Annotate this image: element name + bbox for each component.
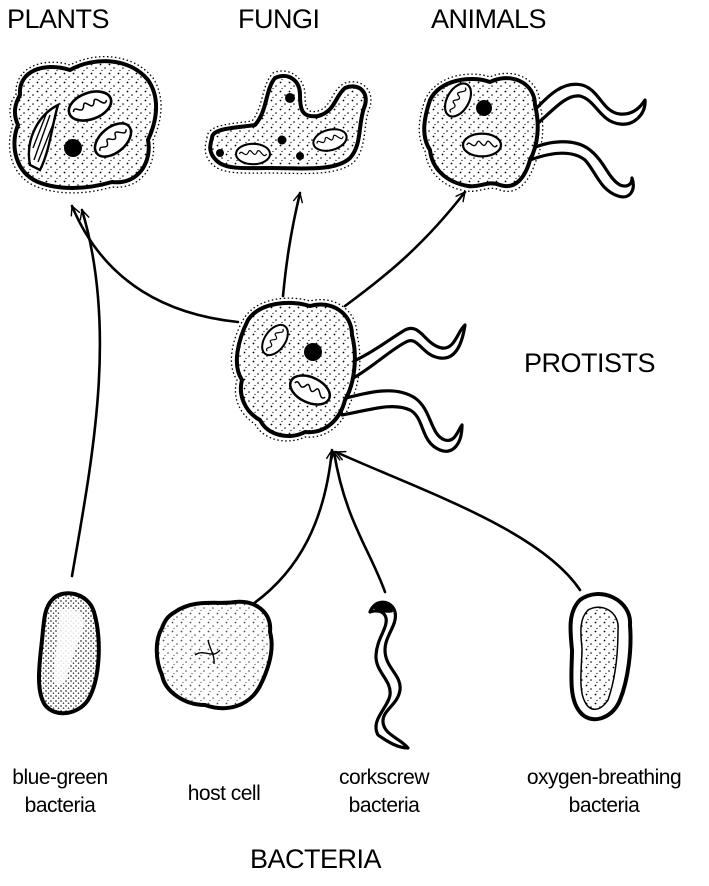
blue-green-bacterium	[39, 593, 99, 713]
label-line: bacteria	[0, 792, 120, 820]
nucleus-icon	[304, 343, 322, 361]
kingdom-label-animals: ANIMALS	[431, 4, 546, 35]
kingdom-label-fungi: FUNGI	[238, 4, 320, 35]
arrow-protists-to-animals	[345, 192, 465, 306]
kingdom-label-protists: PROTISTS	[524, 348, 655, 379]
arrow-hostcell-to-protists	[253, 450, 332, 604]
flagellum-icon	[338, 391, 462, 451]
arrow-corkscrew-to-protists	[334, 452, 385, 592]
flagellum-icon	[345, 325, 465, 380]
flagellum-icon	[525, 84, 645, 130]
label-blue-green-bacteria: blue-green bacteria	[0, 764, 120, 820]
label-line: oxygen-breathing	[506, 764, 702, 792]
kingdom-label-bacteria: BACTERIA	[250, 844, 381, 875]
arrow-protists-to-plants	[72, 206, 238, 322]
flagellum-icon	[528, 142, 633, 197]
arrow-oxygen-to-protists	[336, 452, 580, 590]
arrow-protists-to-fungi	[283, 193, 300, 296]
oxygen-breathing-bacterium	[570, 594, 630, 719]
mitochondrion-icon	[236, 144, 270, 164]
nucleus-icon	[216, 149, 224, 157]
nucleus-icon	[64, 139, 82, 157]
label-host-cell: host cell	[164, 780, 284, 808]
label-line: bacteria	[506, 792, 702, 820]
corkscrew-bacterium	[370, 602, 408, 748]
nucleus-icon	[278, 136, 287, 145]
label-oxygen-breathing-bacteria: oxygen-breathing bacteria	[506, 764, 702, 820]
kingdom-label-plants: PLANTS	[7, 4, 109, 35]
nucleus-icon	[296, 152, 304, 160]
animal-cell	[419, 73, 645, 197]
nucleus-icon	[476, 100, 492, 116]
fungi-cell	[205, 71, 371, 174]
label-corkscrew-bacteria: corkscrew bacteria	[329, 764, 439, 820]
protist-cell	[231, 298, 465, 451]
label-line: corkscrew	[329, 764, 439, 792]
host-cell-bacterium	[157, 602, 272, 708]
nucleus-icon	[285, 93, 295, 103]
label-line: bacteria	[329, 792, 439, 820]
plant-cell	[9, 57, 161, 193]
arrow-bluegreen-to-plants	[72, 210, 100, 576]
mitochondrion-icon	[463, 134, 501, 157]
label-line: blue-green	[0, 764, 120, 792]
